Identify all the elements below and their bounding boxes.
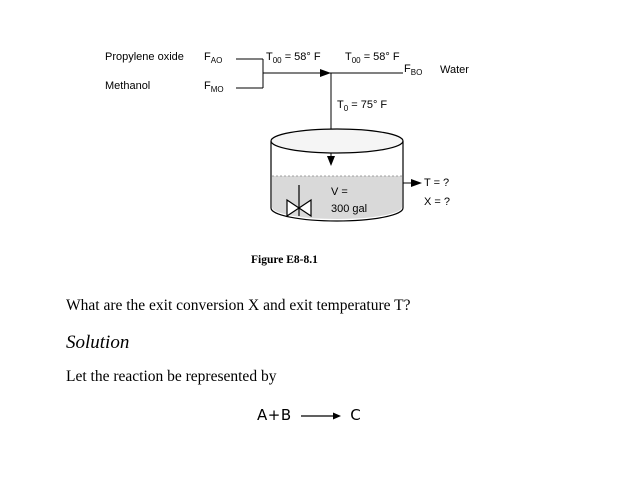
t00-right-main: T	[345, 51, 352, 63]
label-exit-t: T = ?	[424, 177, 450, 189]
question-text: What are the exit conversion X and exit …	[66, 297, 411, 314]
reactor-bottom	[270, 207, 404, 222]
label-t0: T0 = 75° F	[337, 99, 387, 113]
reaction-intro-text: Let the reaction be represented by	[66, 368, 277, 385]
agitator-blade-icon	[286, 198, 312, 218]
label-volume-value: 300 gal	[331, 203, 368, 215]
inlet-arrow-head	[327, 156, 335, 166]
reaction-arrow-icon	[300, 412, 341, 419]
label-fmo: FMO	[204, 80, 224, 94]
label-methanol: Methanol	[105, 80, 151, 92]
t0-main: T	[337, 99, 344, 111]
t00-left-main: T	[266, 51, 273, 63]
fmo-main: F	[204, 80, 211, 92]
reaction-equation: A+B C	[257, 406, 361, 424]
label-t00-left: T00 = 58° F	[266, 51, 321, 65]
label-exit-x: X = ?	[424, 196, 450, 208]
fao-sub: AO	[210, 56, 223, 65]
t00-left-sub: 00	[272, 56, 282, 65]
reaction-product: C	[350, 406, 362, 424]
label-propylene-oxide: Propylene oxide	[105, 51, 184, 63]
figure-caption: Figure E8-8.1	[251, 254, 318, 266]
t0-sub: 0	[343, 104, 349, 113]
label-fbo: FBO	[404, 63, 422, 77]
fao-main: F	[204, 51, 211, 63]
t0-val: = 75° F	[348, 99, 388, 111]
mixing-arrow-head	[320, 69, 331, 77]
t00-right-val: = 58° F	[360, 51, 400, 63]
fmo-sub: MO	[210, 85, 224, 94]
t00-right-sub: 00	[351, 56, 361, 65]
reactor-top	[270, 128, 404, 154]
label-fao: FAO	[204, 51, 222, 65]
solution-heading: Solution	[66, 332, 130, 353]
reaction-reactants: A+B	[257, 406, 292, 424]
t00-left-val: = 58° F	[281, 51, 321, 63]
fbo-main: F	[404, 63, 411, 75]
label-volume: V =	[331, 186, 348, 198]
label-t00-right: T00 = 58° F	[345, 51, 400, 65]
exit-arrow-head	[411, 179, 422, 187]
label-water: Water	[440, 64, 469, 76]
fbo-sub: BO	[410, 68, 423, 77]
